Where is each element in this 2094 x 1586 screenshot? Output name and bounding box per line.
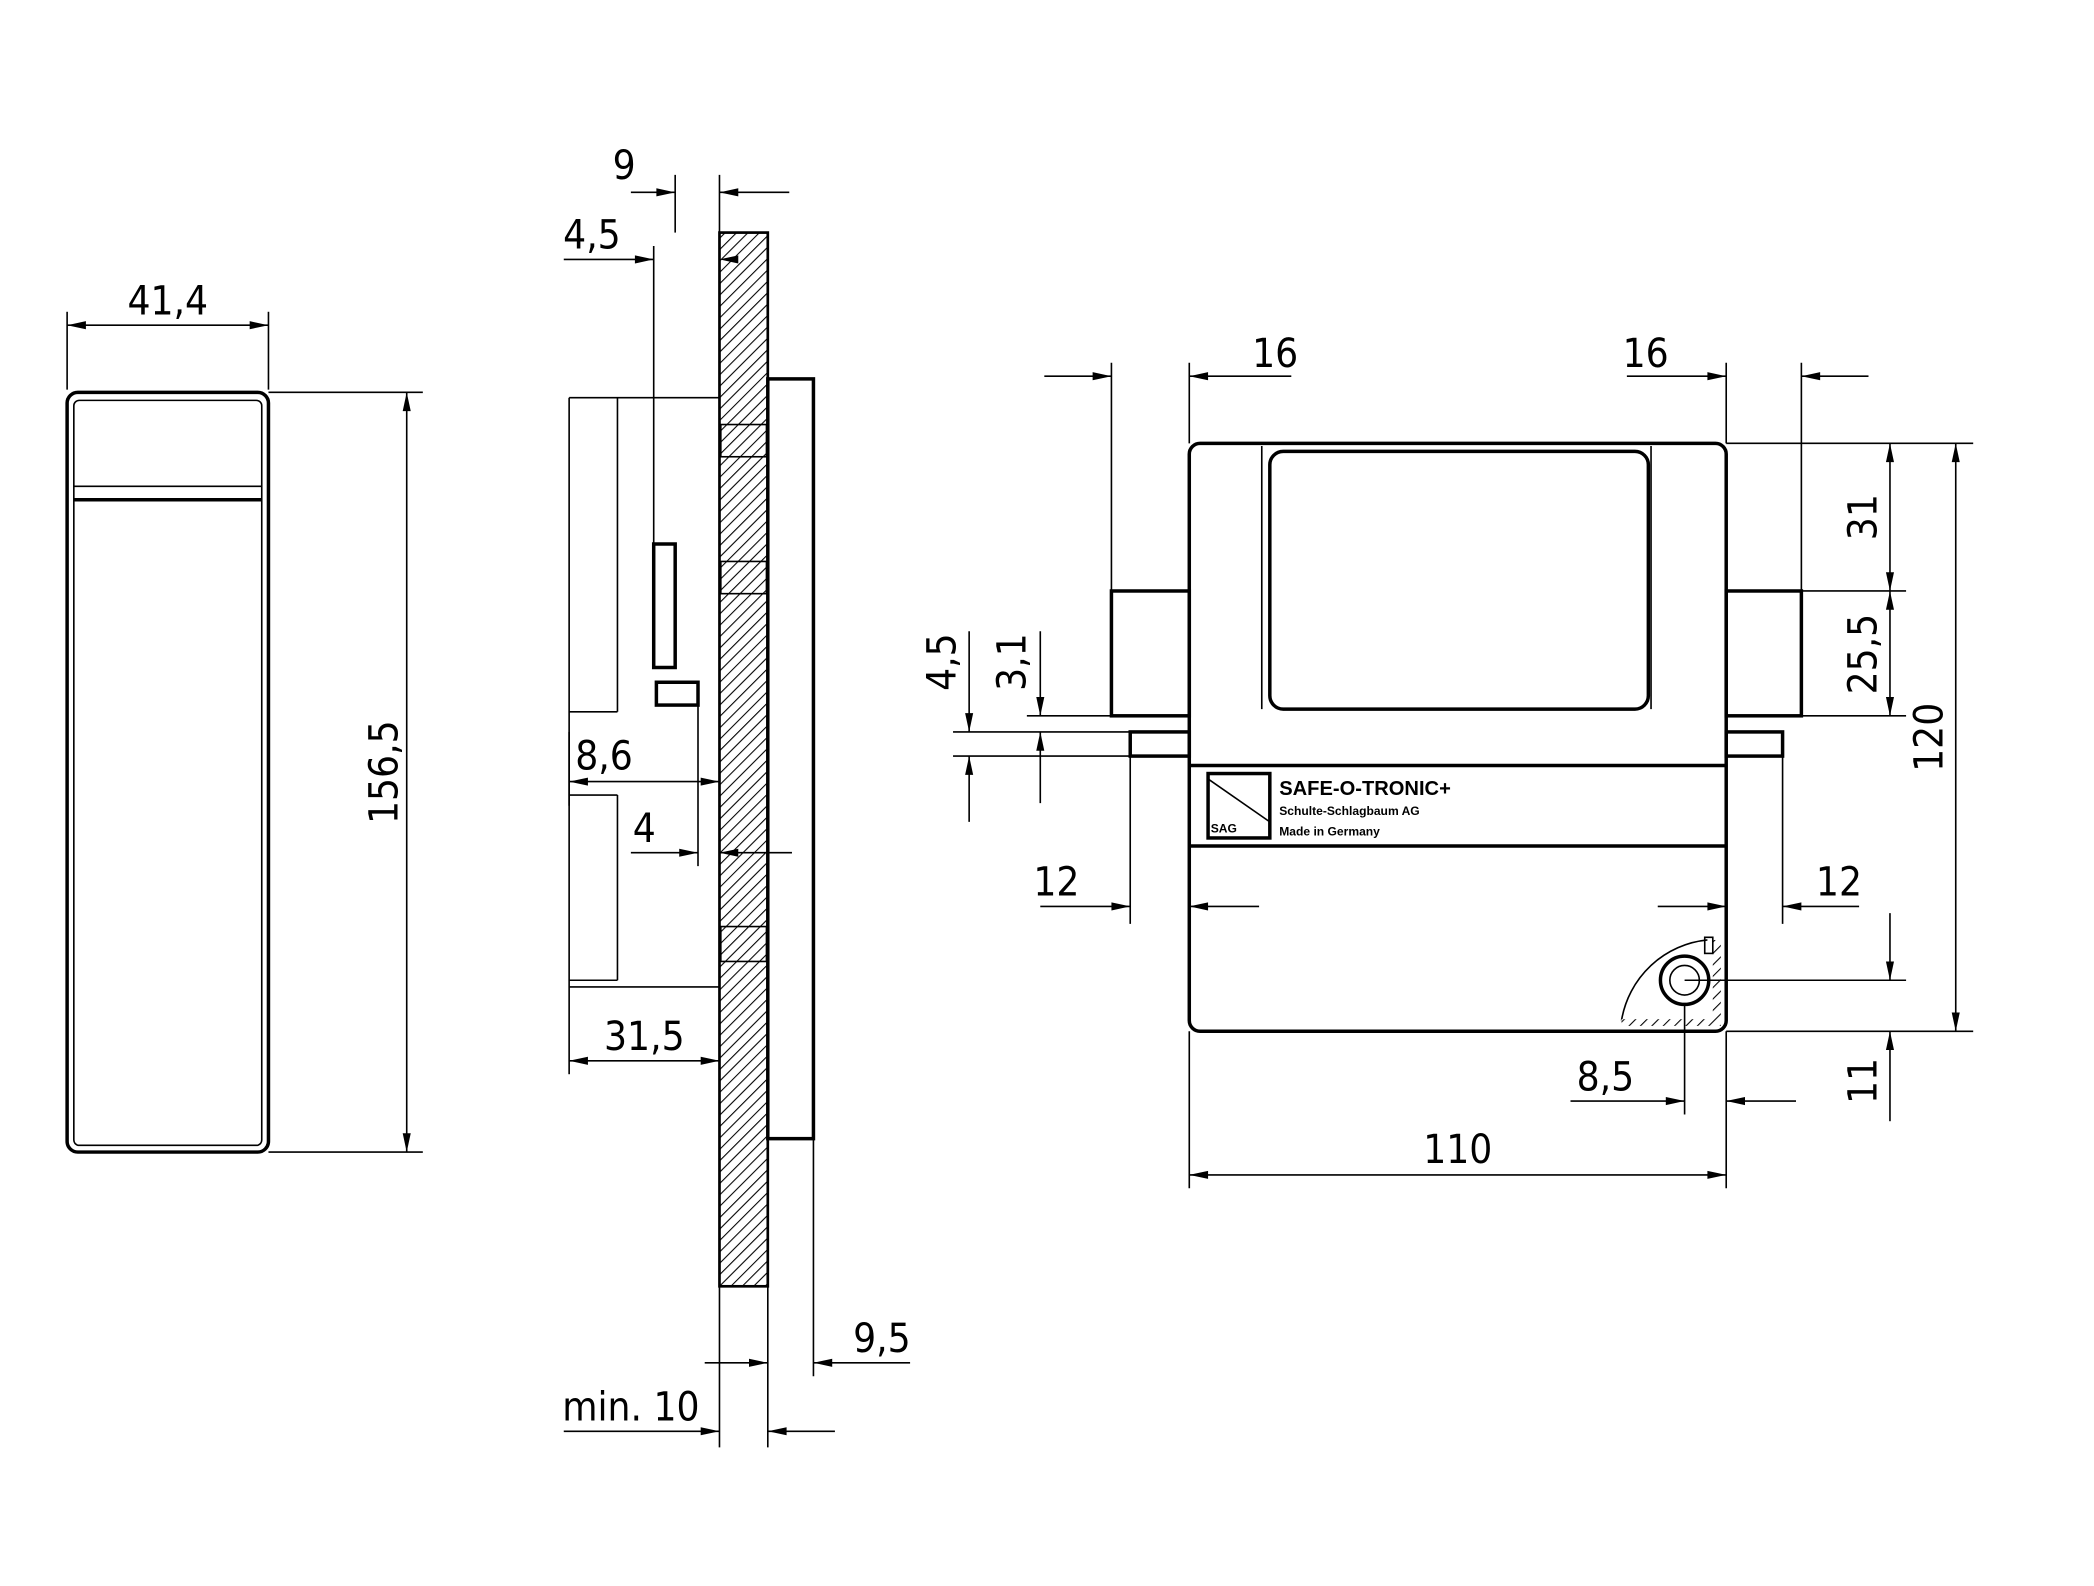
- dimension-arrow: [700, 1427, 720, 1436]
- label-origin: Made in Germany: [1279, 824, 1380, 838]
- dimension-arrow: [1885, 572, 1894, 591]
- dimension-arrow: [719, 848, 739, 857]
- dimension-arrow: [67, 321, 86, 330]
- dimension-arrow: [1707, 372, 1727, 381]
- dimension-arrow: [1801, 372, 1821, 381]
- dimension-label: 31: [1841, 494, 1887, 540]
- dimension-arrow: [1726, 1097, 1745, 1106]
- dimension-arrow: [1665, 1097, 1685, 1106]
- dimension-arrow: [813, 1358, 833, 1367]
- dimension-arrow: [700, 777, 720, 786]
- dimension-arrow: [700, 1056, 720, 1065]
- dimension-layer: 41,4 156,5 9 4,5 8,64 31,5 9,5 min. 10 16 16 31 25,…: [66, 143, 1974, 1448]
- dimension-label: 120: [1906, 703, 1952, 772]
- dimension-arrow: [1111, 902, 1131, 911]
- dimension-arrow: [569, 777, 588, 786]
- dimension-arrow: [1951, 1012, 1960, 1032]
- front-view: SAG SAFE-O-TRONIC+ Schulte-Schlagbaum AG…: [1109, 441, 1804, 1034]
- dimension-label: 41,4: [127, 278, 208, 324]
- dimension-arrow: [1036, 731, 1045, 751]
- dimension-label: 11: [1841, 1058, 1887, 1104]
- dimension-label: 12: [1816, 860, 1862, 906]
- dimension-arrow: [1189, 902, 1209, 911]
- dimension-arrow: [1092, 372, 1112, 381]
- dimension-label: 16: [1252, 331, 1298, 377]
- dimension-arrow: [402, 1133, 411, 1153]
- dimension-label: 9,5: [853, 1316, 911, 1362]
- dimension-arrow: [767, 1427, 787, 1436]
- dimension-arrow: [634, 255, 654, 264]
- dimension-label: 12: [1033, 860, 1079, 906]
- dimension-arrow: [1036, 697, 1045, 716]
- dimension-label: 9: [613, 143, 636, 189]
- label-company: Schulte-Schlagbaum AG: [1279, 804, 1419, 818]
- dimension-arrow: [1885, 590, 1894, 610]
- dimension-arrow: [1189, 1170, 1209, 1179]
- dimension-label: 4,5: [563, 213, 621, 259]
- dimension-arrow: [1189, 372, 1209, 381]
- dimension-arrow: [1707, 902, 1727, 911]
- logo-text: SAG: [1211, 822, 1237, 836]
- dimension-arrow: [679, 848, 698, 857]
- dimension-arrow: [719, 255, 739, 264]
- label-brand: SAFE-O-TRONIC+: [1279, 778, 1451, 800]
- dimension-label: 110: [1423, 1127, 1492, 1173]
- dimension-label: min. 10: [562, 1385, 699, 1431]
- dimension-label: 3,1: [990, 633, 1036, 691]
- dimension-label: 4,5: [920, 633, 966, 691]
- cover-view: [65, 390, 271, 1154]
- dimension-arrow: [719, 188, 739, 197]
- dimension-label: 8,6: [575, 734, 633, 780]
- dimension-label: 8,5: [1577, 1054, 1635, 1100]
- dimension-arrow: [569, 1056, 588, 1065]
- dimension-arrow: [249, 321, 269, 330]
- dimension-arrow: [965, 713, 974, 732]
- dimension-arrow: [749, 1358, 768, 1367]
- dimension-arrow: [1707, 1170, 1727, 1179]
- dimension-label: 16: [1623, 331, 1669, 377]
- dimension-arrow: [1782, 902, 1802, 911]
- dimension-label: 156,5: [361, 720, 407, 824]
- dimension-arrow: [1885, 443, 1894, 463]
- dimension-arrow: [1885, 1031, 1894, 1051]
- dimension-arrow: [1885, 961, 1894, 981]
- dimension-label: 4: [633, 806, 656, 852]
- screw-icon: [1620, 936, 1721, 1026]
- dimension-arrow: [402, 392, 411, 412]
- dimension-label: 25,5: [1841, 614, 1887, 695]
- dimension-arrow: [656, 188, 676, 197]
- dimension-arrow: [1951, 443, 1960, 463]
- manufacturer-logo: SAG: [1206, 771, 1272, 840]
- side-section-view: [568, 231, 816, 1288]
- dimension-arrow: [1885, 697, 1894, 716]
- dimension-arrow: [965, 756, 974, 775]
- dimension-label: 31,5: [604, 1014, 685, 1060]
